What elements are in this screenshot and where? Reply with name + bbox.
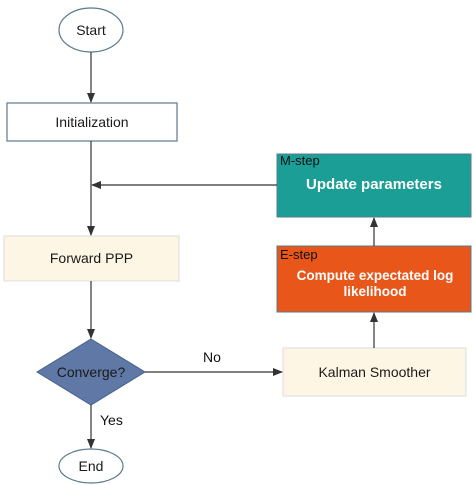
end-node-label: End	[78, 457, 104, 474]
forward-node-label: Forward PPP	[49, 250, 134, 267]
estep-node-label: Compute expectated log likelihood	[296, 267, 454, 299]
mstep-node-label: Update parameters	[306, 176, 442, 193]
estep-node-shape	[276, 245, 472, 313]
converge-node-label: Converge?	[56, 363, 126, 380]
edge-yes-label: Yes	[100, 412, 123, 428]
mstep-tag: M-step	[280, 153, 320, 168]
start-node-label: Start	[76, 21, 106, 38]
initialization-node-shape	[6, 102, 178, 142]
kalman-node-label: Kalman Smoother	[318, 363, 431, 380]
forward-node-shape	[3, 235, 180, 282]
estep-tag: E-step	[280, 247, 318, 262]
end-node-shape	[58, 448, 124, 484]
edge-no-label: No	[203, 349, 221, 365]
kalman-node-shape	[282, 347, 467, 397]
initialization-node-label: Initialization	[55, 113, 129, 130]
